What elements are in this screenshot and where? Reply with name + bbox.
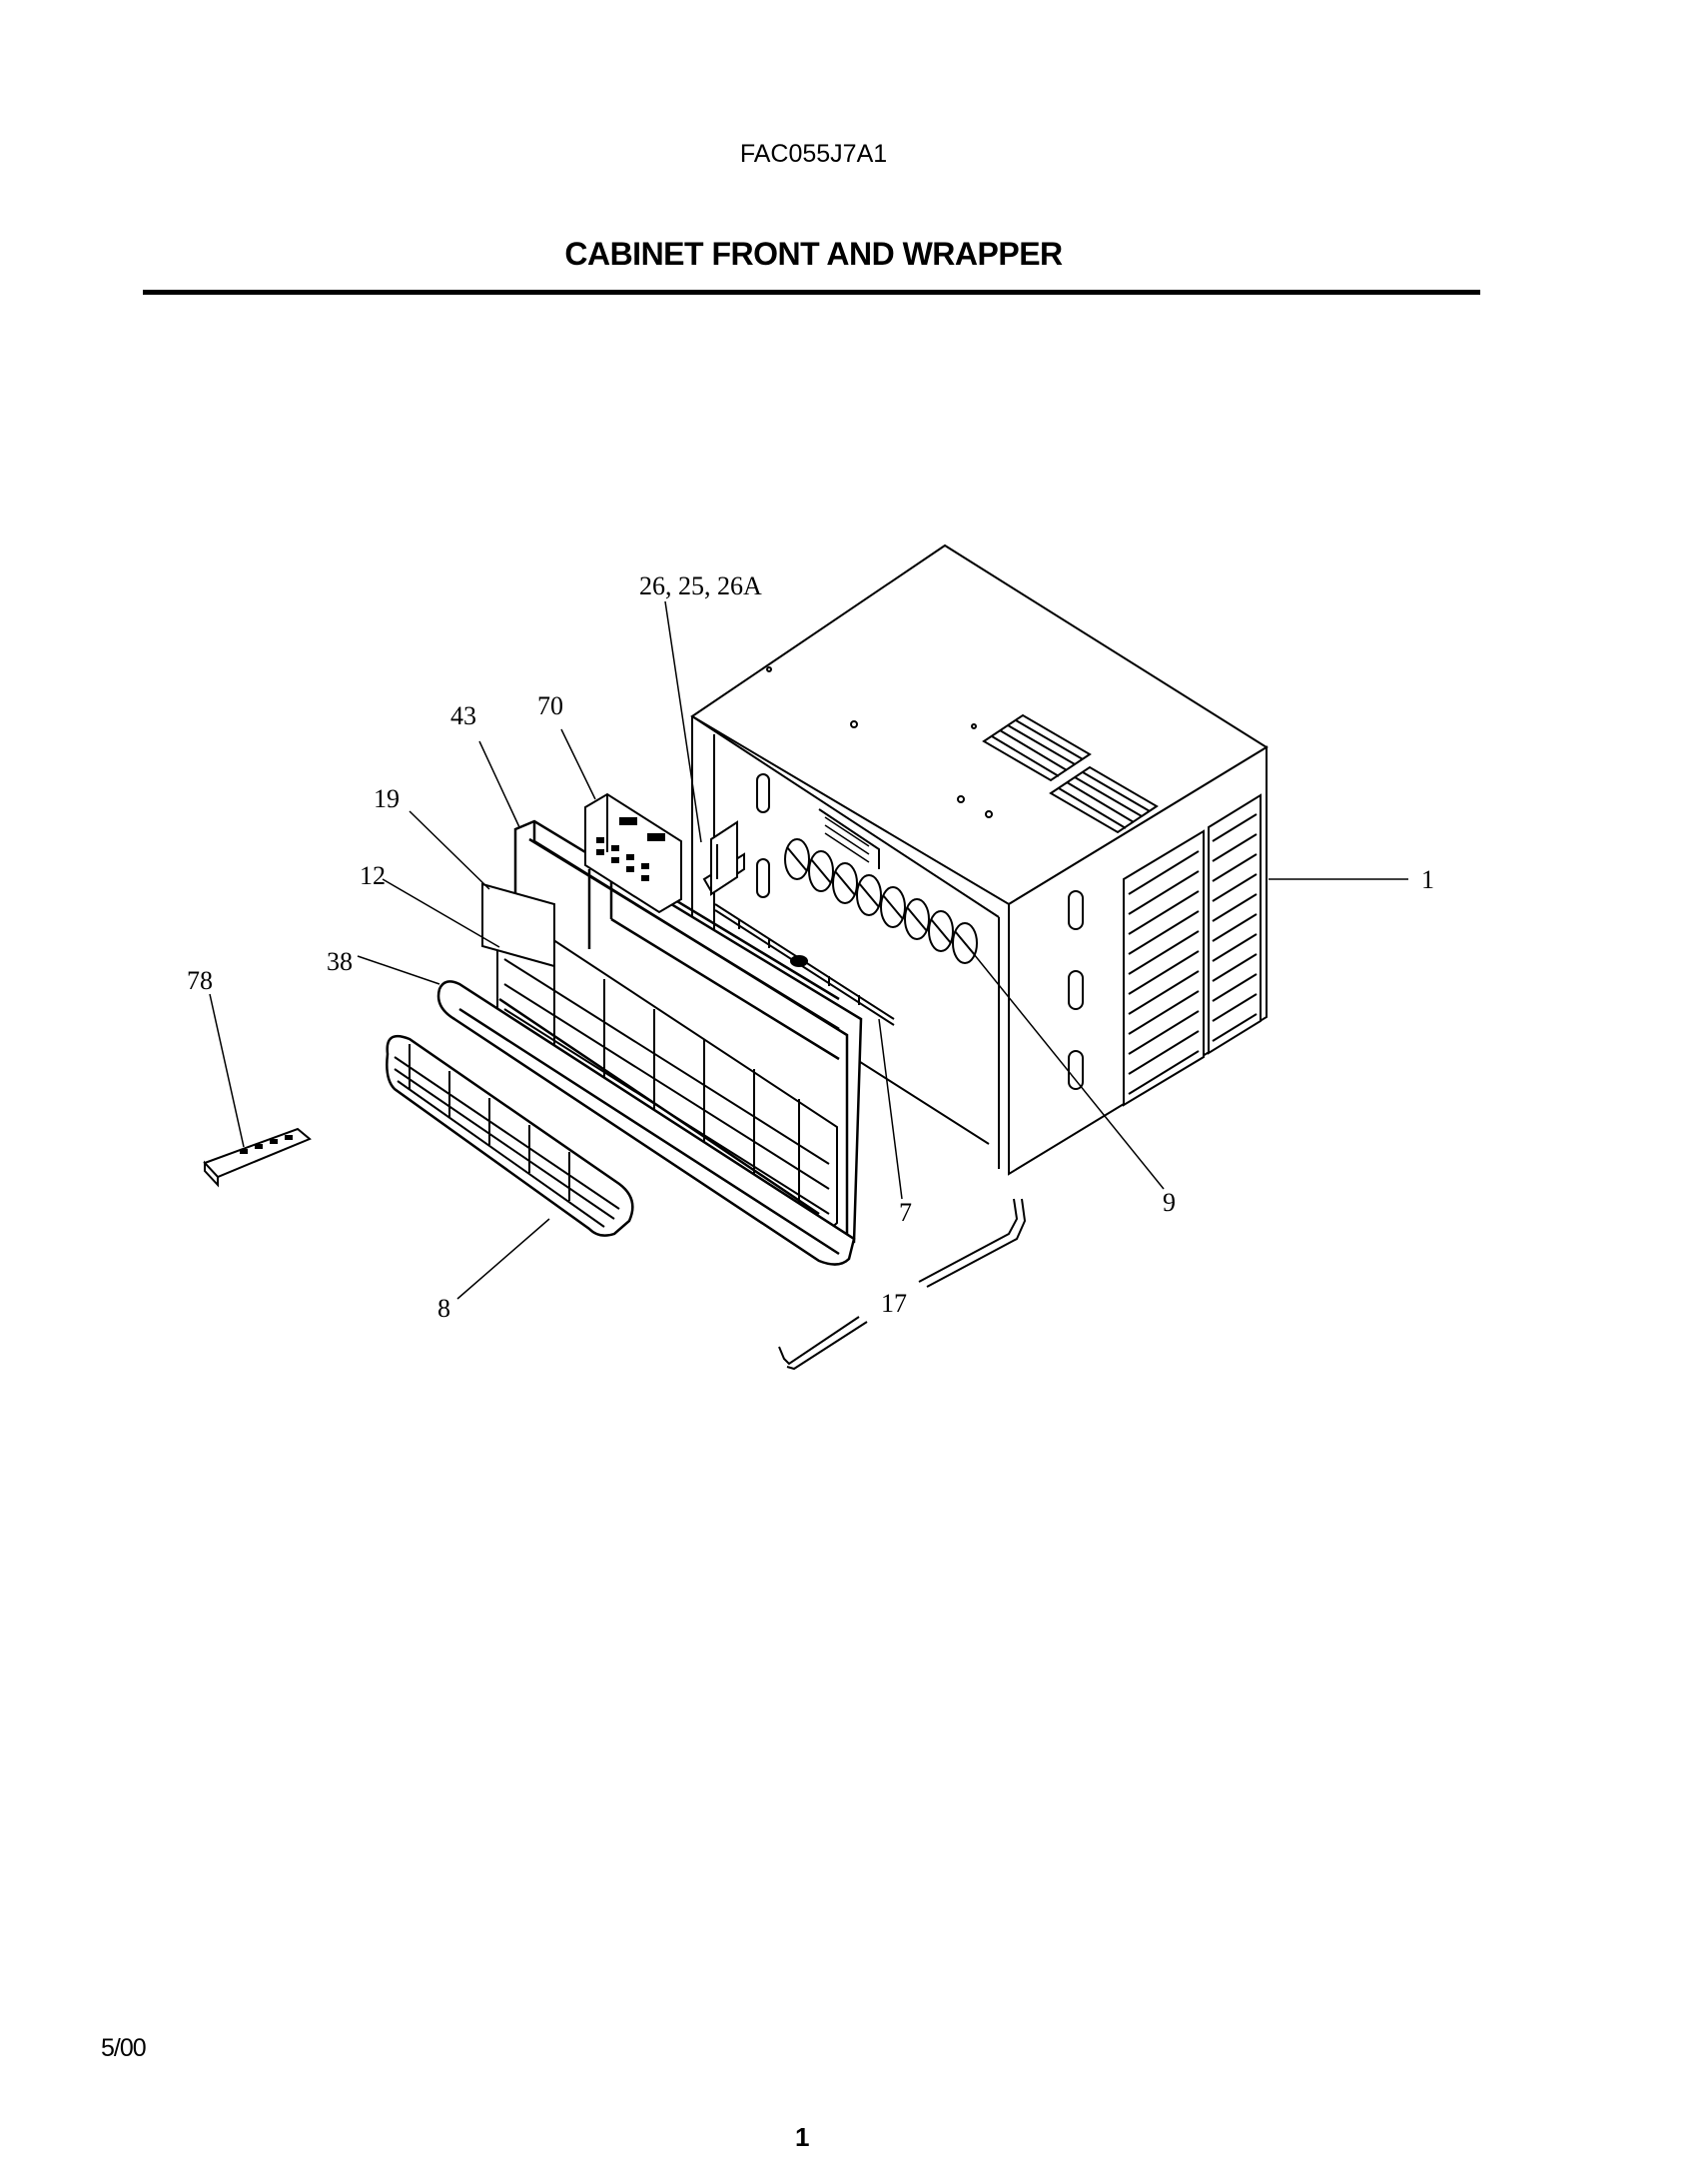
barrier-deflectors (785, 839, 977, 963)
instruction-decal (482, 884, 554, 966)
callout-9: 9 (1163, 1188, 1176, 1217)
callout-19: 19 (374, 784, 400, 813)
control-panel (585, 794, 681, 912)
installation-kit (779, 1199, 1025, 1369)
louver-grille (387, 1036, 632, 1236)
callout-38: 38 (327, 947, 353, 976)
callout-17: 17 (881, 1289, 907, 1318)
callout-12: 12 (360, 861, 386, 890)
cabinet-wrapper (692, 546, 1267, 1174)
callout-43: 43 (450, 701, 476, 730)
remote-control (205, 1129, 310, 1185)
callout-26-25-26a: 26, 25, 26A (639, 571, 762, 600)
section-title: CABINET FRONT AND WRAPPER (564, 236, 1063, 272)
callout-8: 8 (437, 1294, 450, 1323)
callout-78: 78 (187, 966, 213, 995)
callout-1: 1 (1421, 865, 1434, 894)
control-bracket (704, 822, 744, 894)
leader-lines (210, 601, 1408, 1299)
callout-7: 7 (899, 1198, 912, 1227)
model-number: FAC055J7A1 (739, 140, 888, 168)
page-number: 1 (795, 2122, 810, 2152)
callout-70: 70 (537, 691, 563, 720)
revision-date: 5/00 (101, 2034, 147, 2062)
title-rule (143, 290, 1480, 295)
louver-rod (715, 904, 894, 1025)
front-panel (438, 981, 854, 1264)
